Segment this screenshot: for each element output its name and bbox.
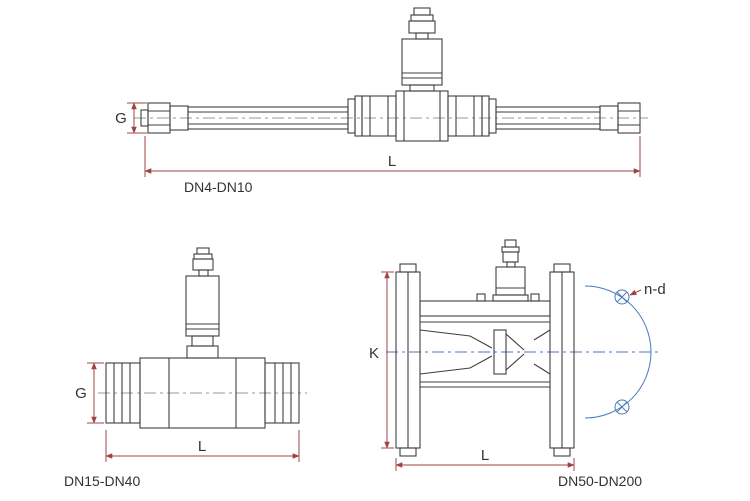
dn15-dn40-drawing: G L DN15-DN40 — [64, 247, 307, 489]
dimension-label-l: L — [388, 153, 396, 170]
dn50-dn200-body-section — [419, 300, 551, 388]
dn15-dn40-dimension-g: G — [75, 362, 104, 424]
dn50-dn200-dimension-k: K — [369, 271, 394, 449]
dimension-label-g: G — [115, 110, 127, 127]
dimension-label-nd: n-d — [644, 281, 666, 298]
dn4-dn10-sensor-assembly — [401, 7, 443, 92]
dn50-dn200-sensor-assembly — [476, 239, 540, 302]
dn4-dn10-dimension-g: G — [115, 102, 147, 134]
bolt-circle — [584, 285, 652, 419]
dn15-dn40-sensor-assembly — [185, 247, 220, 359]
dn15-dn40-dimension-l: L — [105, 430, 300, 462]
dn50-dn200-left-flange — [395, 263, 421, 457]
dn4-dn10-left-end-fitting — [140, 102, 189, 134]
dimension-label-l: L — [481, 447, 489, 464]
dn15-dn40-meter-body — [105, 357, 300, 429]
caption-dn4-dn10: DN4-DN10 — [184, 179, 253, 195]
dimension-label-g: G — [75, 385, 87, 402]
dn4-dn10-meter-body — [347, 90, 497, 142]
bolt-hole-top — [614, 289, 630, 305]
caption-dn50-dn200: DN50-DN200 — [558, 473, 642, 489]
dn50-dn200-drawing: K L n-d DN50-DN200 — [369, 239, 666, 489]
dn50-dn200-dimension-l: L — [395, 447, 575, 471]
dn50-dn200-dimension-nd: n-d — [629, 281, 666, 298]
dn4-dn10-dimension-l: L — [144, 136, 641, 177]
caption-dn15-dn40: DN15-DN40 — [64, 473, 140, 489]
dn4-dn10-right-end-fitting — [599, 102, 641, 134]
dn50-dn200-right-flange — [549, 263, 575, 457]
dn4-dn10-drawing: G L DN4-DN10 — [115, 7, 648, 195]
dimension-label-k: K — [369, 345, 379, 362]
bolt-hole-bottom — [614, 399, 630, 415]
dimension-label-l: L — [198, 438, 206, 455]
